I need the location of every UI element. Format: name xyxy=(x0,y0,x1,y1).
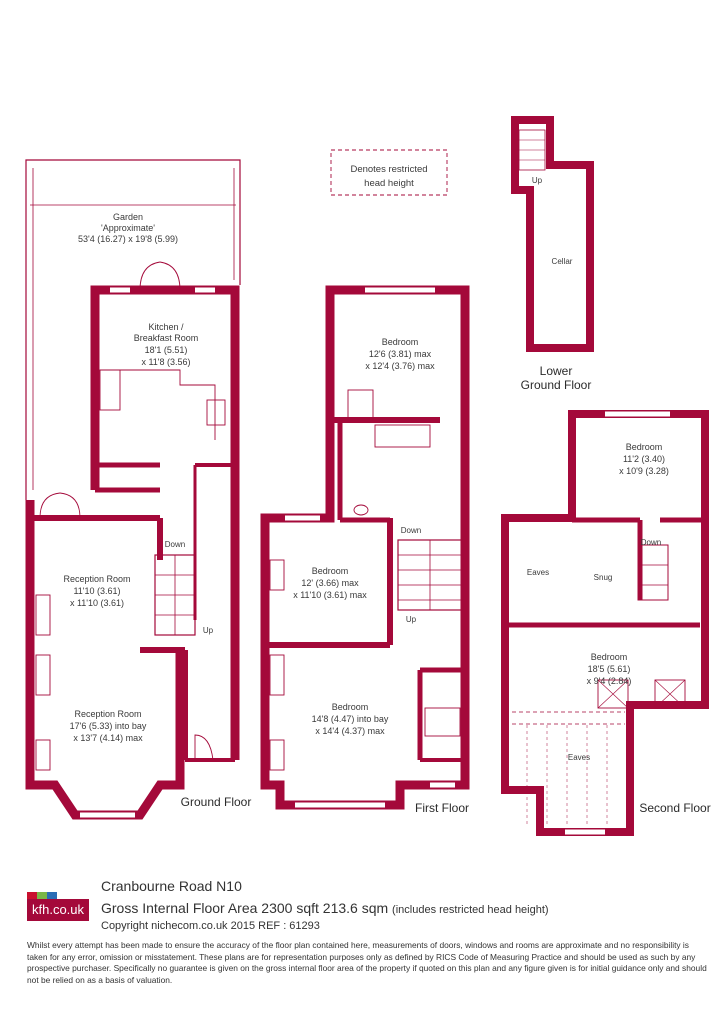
property-address: Cranbourne Road N10 xyxy=(101,878,242,894)
sf-eaves2: Eaves xyxy=(568,753,590,762)
logo-strip-red xyxy=(27,892,37,899)
floor-area-note: (includes restricted head height) xyxy=(392,904,549,916)
ff-bedroom1-dims1: 12'6 (3.81) max xyxy=(369,349,432,359)
sf-bedroom2-dims2: x 9'4 (2.84) xyxy=(587,676,632,686)
reception1-dims1: 11'10 (3.61) xyxy=(73,586,120,596)
ff-bedroom2-dims1: 12' (3.66) max xyxy=(301,578,359,588)
ff-stair-up: Up xyxy=(406,615,417,624)
sf-bedroom2-name: Bedroom xyxy=(591,652,628,662)
garden-note: 'Approximate' xyxy=(101,223,155,233)
gf-stair-up: Up xyxy=(203,626,214,635)
lower-ground-plan xyxy=(511,116,594,352)
sf-bedroom1-dims1: 11'2 (3.40) xyxy=(623,454,665,464)
sf-snug: Snug xyxy=(594,573,613,582)
gf-stair-down: Down xyxy=(165,540,185,549)
floor-area: Gross Internal Floor Area 2300 sqft 213.… xyxy=(101,900,549,916)
reception2-dims2: x 13'7 (4.14) max xyxy=(73,733,143,743)
reception2-dims1: 17'6 (5.33) into bay xyxy=(70,721,147,731)
lg-cellar: Cellar xyxy=(552,257,573,266)
kfh-logo: kfh.co.uk xyxy=(27,899,89,921)
garden-name: Garden xyxy=(113,212,143,222)
second-floor-plan xyxy=(501,410,709,836)
ff-bedroom3-name: Bedroom xyxy=(332,702,369,712)
floor-plan: Denotes restricted head height Garden 'A… xyxy=(25,116,711,836)
first-floor-label: First Floor xyxy=(415,801,469,815)
kitchen-dims2: x 11'8 (3.56) xyxy=(141,357,190,367)
copyright-ref: Copyright nichecom.co.uk 2015 REF : 6129… xyxy=(101,920,320,932)
legend-line1: Denotes restricted xyxy=(350,164,427,175)
sf-stair-down: Down xyxy=(641,538,661,547)
second-floor-label: Second Floor xyxy=(639,801,710,815)
logo-strip-blue xyxy=(47,892,57,899)
ground-floor-label: Ground Floor xyxy=(181,795,252,809)
sf-bedroom2-dims1: 18'5 (5.61) xyxy=(588,664,631,674)
ff-bedroom3-dims1: 14'8 (4.47) into bay xyxy=(312,714,389,724)
kitchen-name2: Breakfast Room xyxy=(134,333,199,343)
ground-floor-plan xyxy=(25,159,241,820)
sf-bedroom1-name: Bedroom xyxy=(626,442,663,452)
floor-area-text: Gross Internal Floor Area 2300 sqft 213.… xyxy=(101,900,389,916)
ff-bedroom2-name: Bedroom xyxy=(312,566,349,576)
reception2-name: Reception Room xyxy=(74,709,141,719)
disclaimer: Whilst every attempt has been made to en… xyxy=(27,940,707,985)
lower-ground-label1: Lower xyxy=(540,364,573,378)
kitchen-dims1: 18'1 (5.51) xyxy=(145,345,188,355)
reception1-dims2: x 11'10 (3.61) xyxy=(70,598,124,608)
ff-bedroom3-dims2: x 14'4 (4.37) max xyxy=(315,726,385,736)
sf-bedroom1-dims2: x 10'9 (3.28) xyxy=(619,466,669,476)
ff-bedroom1-name: Bedroom xyxy=(382,337,419,347)
ff-bedroom1-dims2: x 12'4 (3.76) max xyxy=(365,361,435,371)
sf-eaves1: Eaves xyxy=(527,568,549,577)
ff-bedroom2-dims2: x 11'10 (3.61) max xyxy=(293,590,367,600)
kitchen-name1: Kitchen / xyxy=(148,322,184,332)
legend-line2: head height xyxy=(364,178,414,189)
ff-stair-down: Down xyxy=(401,526,421,535)
garden-dims: 53'4 (16.27) x 19'8 (5.99) xyxy=(78,234,178,244)
lower-ground-label2: Ground Floor xyxy=(521,378,592,392)
lg-stair-up: Up xyxy=(532,176,543,185)
logo-strip-green xyxy=(37,892,47,899)
first-floor-plan xyxy=(260,285,470,810)
reception1-name: Reception Room xyxy=(63,574,130,584)
